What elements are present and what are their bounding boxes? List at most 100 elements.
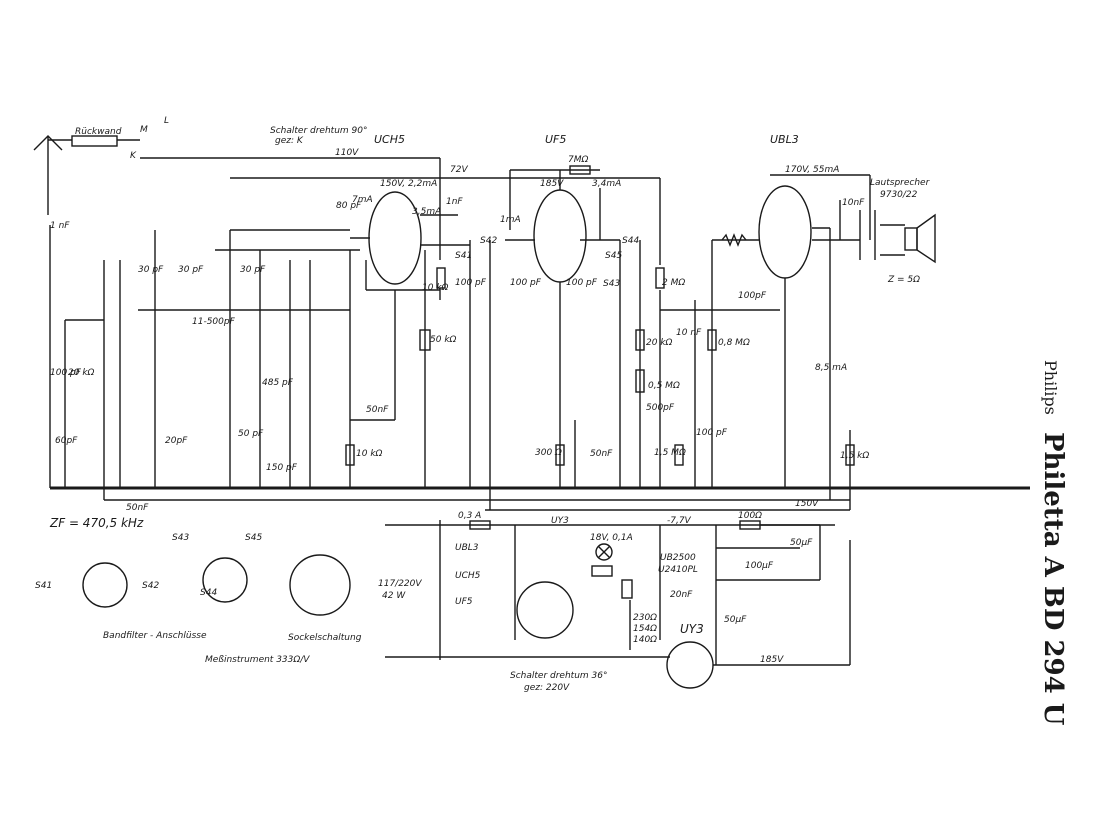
label-gez-k: gez: K	[275, 136, 304, 146]
diagram-s42: S42	[142, 581, 159, 591]
label-154: 154Ω	[633, 624, 657, 634]
label-0-3a: 0,3 A	[458, 511, 481, 521]
uy3-tube	[666, 641, 714, 689]
tube-uch5-label: UCH5	[374, 133, 405, 146]
label-117-220v: 117/220V	[378, 579, 422, 589]
label-11-500pf: 11-500pF	[192, 317, 236, 327]
label-s44: S44	[622, 236, 639, 246]
label-7m: 7MΩ	[568, 155, 588, 165]
label-50nf-b: 50nF	[590, 449, 613, 459]
label-50nf-c: 50nF	[126, 503, 149, 513]
label-gez-220: gez: 220V	[524, 683, 570, 693]
tube-uy3-label: UY3	[680, 622, 704, 636]
label-100pf-b: 100 pF	[510, 278, 542, 288]
brand-label: Philips	[1041, 360, 1060, 415]
label-lamp: 18V, 0,1A	[590, 533, 633, 543]
label-20pf: 20pF	[165, 436, 188, 446]
label-10k-b: 10 kΩ	[356, 449, 383, 459]
label-sockel: Sockelschaltung	[288, 633, 362, 643]
tube-uf5-label: UF5	[545, 133, 566, 146]
label-2m: 2 MΩ	[662, 278, 685, 288]
label-185v-34: 185V	[540, 179, 564, 189]
label-110v: 110V	[335, 148, 359, 158]
label-heater-uf5: UF5	[455, 597, 473, 607]
label-150pf: 150 pF	[266, 463, 298, 473]
label-1nf-b: 1 nF	[50, 221, 70, 231]
label-185v: 185V	[760, 655, 784, 665]
label-100ohm: 100Ω	[738, 511, 762, 521]
label-s42: S42	[480, 236, 497, 246]
label-50uf-a: 50μF	[790, 538, 813, 548]
label-1-5k: 1,5 kΩ	[840, 451, 869, 461]
label-switch-k: K	[130, 151, 137, 161]
label-30pf-c: 30 pF	[240, 265, 266, 275]
label-uy3-top: UY3	[551, 516, 569, 526]
label-30pf-a: 30 pF	[138, 265, 164, 275]
label-80pf: 80 pF	[336, 201, 362, 211]
label-zf: ZF = 470,5 kHz	[49, 516, 144, 530]
diagram-s44: S44	[200, 588, 217, 598]
wiring	[33, 135, 1030, 689]
label-10nf-b: 10nF	[842, 198, 865, 208]
label-20k: 20 kΩ	[646, 338, 673, 348]
uch5-tube	[368, 191, 422, 285]
label-100pf-a: 100 pF	[455, 278, 487, 288]
label-150v: 150V	[795, 499, 819, 509]
label-50uf-b: 50μF	[724, 615, 747, 625]
label-switch-l: L	[164, 116, 169, 126]
label-schalter-36: Schalter drehtum 36°	[510, 671, 607, 681]
label-7ma: 7mA	[352, 195, 373, 205]
model-label: Philetta A BD 294 U	[1038, 432, 1068, 726]
label-100uf: 100μF	[745, 561, 774, 571]
label-ub2500: UB2500	[660, 553, 696, 563]
label-60pf: 60pF	[55, 436, 78, 446]
label-messinstrument: Meßinstrument 333Ω/V	[205, 655, 310, 665]
tube-socket-circle	[516, 581, 574, 639]
speaker-icon	[904, 227, 918, 251]
uf5-tube	[533, 189, 587, 283]
label-u2410: U2410PL	[658, 565, 698, 575]
label-100pf-e: 100 pF	[696, 428, 728, 438]
label-lautsprecher-no: 9730/22	[880, 190, 918, 200]
label-7-7v: -7,7V	[667, 516, 692, 526]
label-10k: 10 kΩ	[422, 283, 449, 293]
label-100pf-f: 100 pF	[50, 368, 82, 378]
tube-ubl3-label: UBL3	[770, 133, 799, 146]
label-0-5m: 0,5 MΩ	[648, 381, 680, 391]
label-150v-22: 150V, 2,2mA	[380, 179, 437, 189]
label-50pf: 50 pF	[238, 429, 264, 439]
label-485pf: 485 pF	[262, 378, 294, 388]
label-s43: S43	[603, 279, 620, 289]
label-500pf: 500pF	[646, 403, 675, 413]
side-title: Philips Philetta A BD 294 U	[1038, 360, 1068, 726]
pilot-lamp-icon	[595, 543, 613, 561]
label-1nf: 1nF	[446, 197, 463, 207]
label-20k-b: 20 kΩ	[68, 368, 95, 378]
label-300: 300 Ω	[535, 448, 562, 458]
ubl3-tube	[758, 185, 812, 279]
label-50k: 50 kΩ	[430, 335, 457, 345]
label-schalter-90: Schalter drehtum 90°	[270, 126, 367, 136]
label-1-5m: 1,5 MΩ	[654, 448, 686, 458]
label-100pf-d: 100pF	[738, 291, 767, 301]
label-3-5ma: 3,5mA	[412, 207, 441, 217]
label-72v: 72V	[450, 165, 468, 175]
label-heater-ubl3: UBL3	[455, 543, 479, 553]
label-20nf: 20nF	[670, 590, 693, 600]
label-switch-m: M	[140, 125, 148, 135]
label-s41: S41	[455, 251, 472, 261]
label-z5: Z = 5Ω	[887, 275, 920, 285]
label-140: 140Ω	[633, 635, 657, 645]
label-8-5ma: 8,5 mA	[815, 363, 847, 373]
label-30pf-b: 30 pF	[178, 265, 204, 275]
diagram-s43: S43	[172, 533, 189, 543]
label-lautsprecher: Lautsprecher	[870, 178, 931, 188]
label-1ma: 1mA	[500, 215, 521, 225]
label-230: 230Ω	[633, 613, 657, 623]
label-bandfilter: Bandfilter - Anschlüsse	[103, 631, 207, 641]
label-50nf-a: 50nF	[366, 405, 389, 415]
label-100pf-c: 100 pF	[566, 278, 598, 288]
label-0-8m: 0,8 MΩ	[718, 338, 750, 348]
label-s45: S45	[605, 251, 622, 261]
